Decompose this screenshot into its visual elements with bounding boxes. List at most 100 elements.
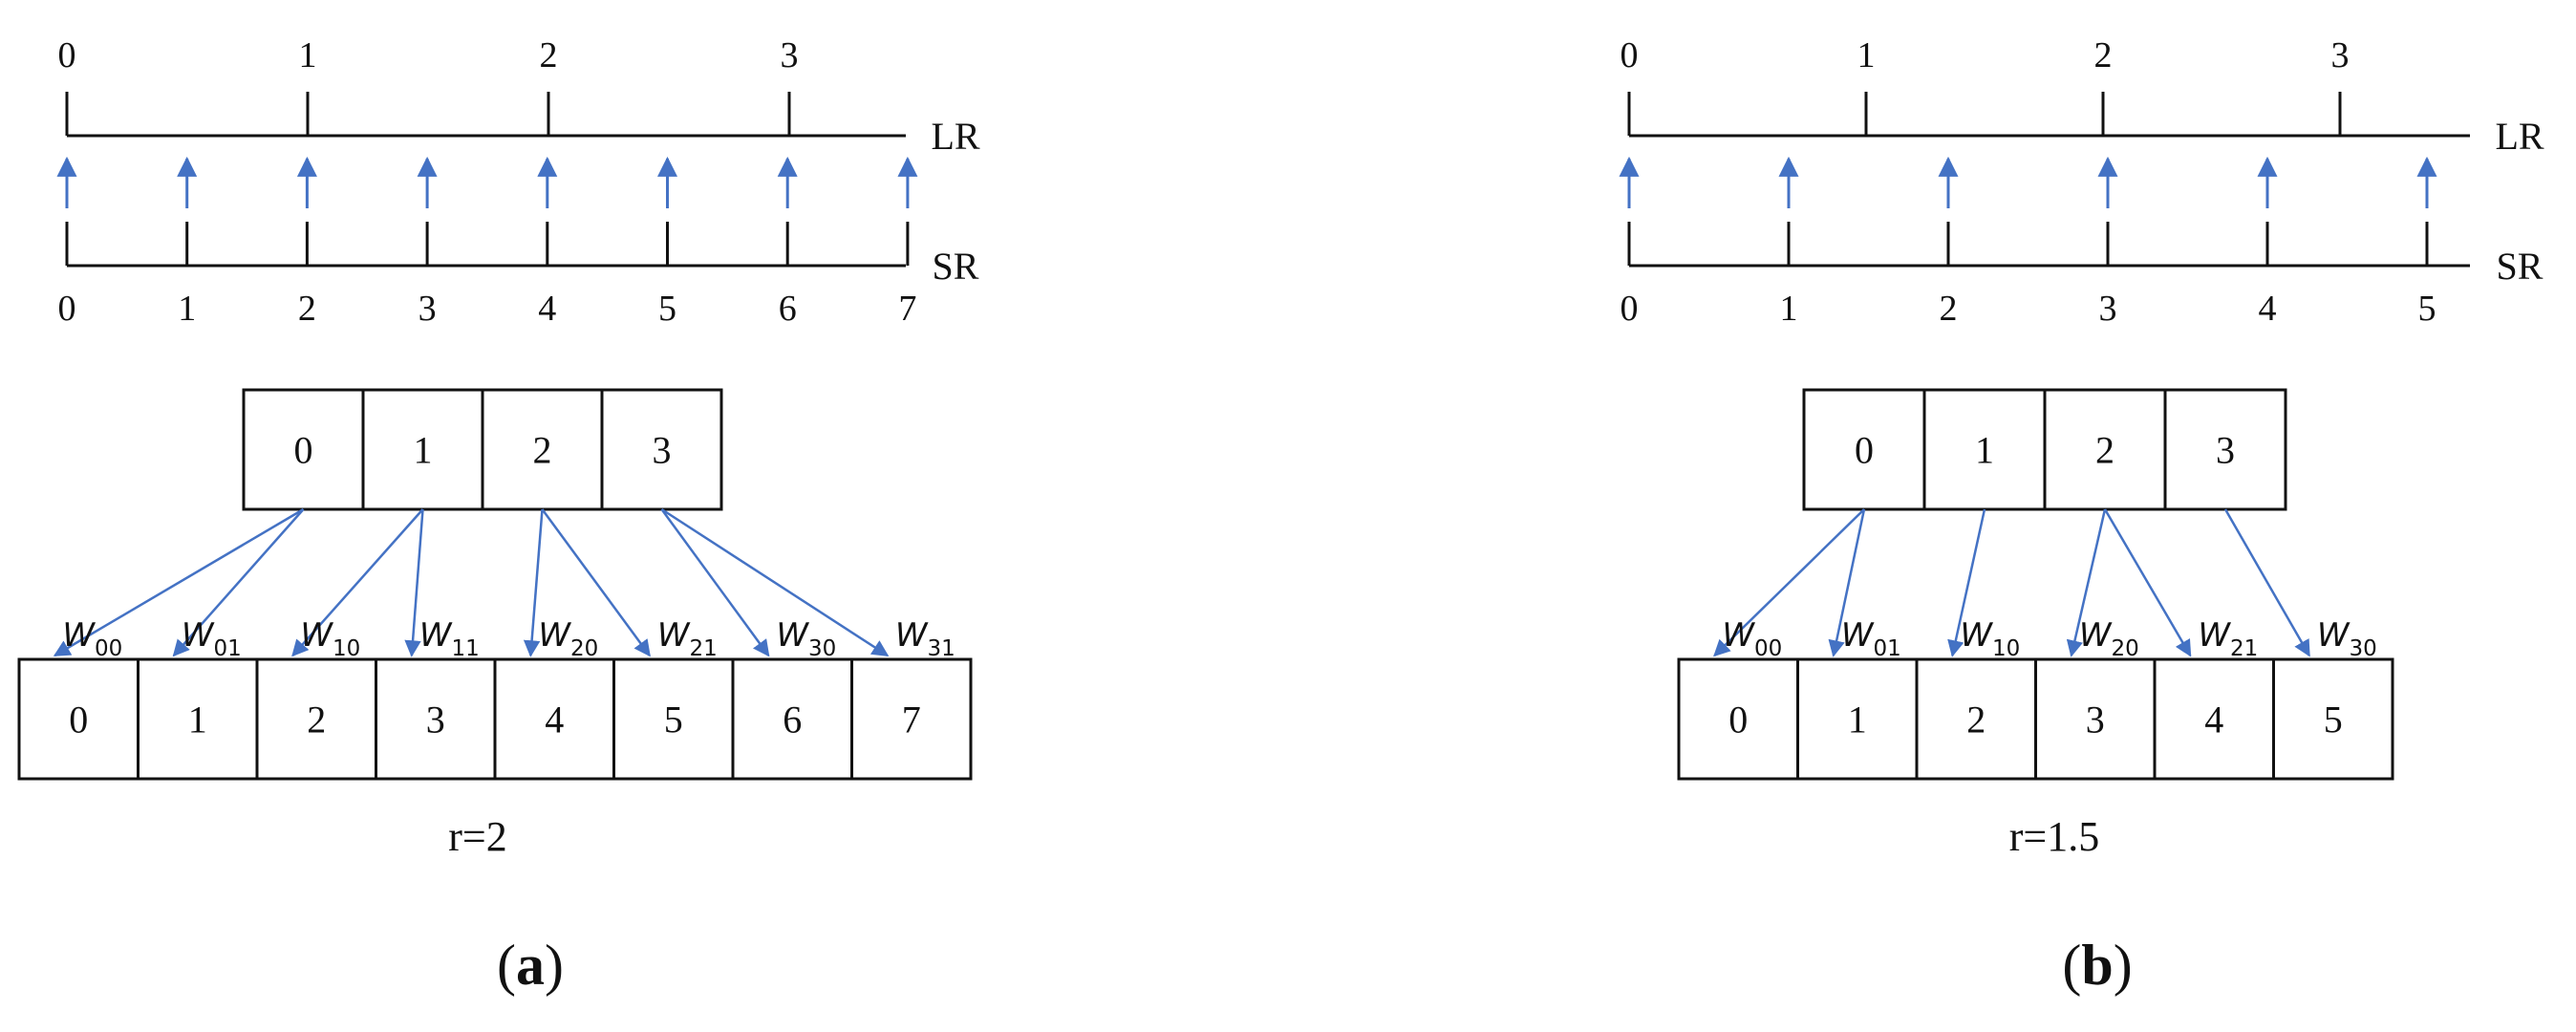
weight-symbol: W (182, 616, 215, 655)
target-cell (255, 657, 377, 781)
weight-arrow (660, 507, 890, 657)
weight-subscript: 01 (1873, 636, 1900, 661)
sr-tick-label: 5 (658, 289, 676, 329)
source-cell-label: 2 (2095, 429, 2114, 472)
weight-arrow (2223, 508, 2310, 657)
weight-subscript: 30 (2349, 636, 2376, 661)
target-cell-label: 0 (1728, 699, 1748, 742)
source-cell (1922, 388, 2047, 511)
panel-caption: (b) (2062, 934, 2132, 997)
source-cell-label: 1 (414, 429, 433, 472)
source-cell-label: 0 (294, 429, 313, 472)
ratio-label: r=2 (448, 813, 506, 860)
weight-symbol: W (2079, 616, 2113, 655)
sr-axis-tag: SR (2497, 245, 2544, 288)
weight-arrow (660, 508, 770, 657)
sr-tick-label: 5 (2418, 289, 2436, 329)
weight-symbol: W (1960, 616, 1993, 655)
weight-subscript: 00 (1754, 636, 1782, 661)
weight-symbol: W (2317, 616, 2351, 655)
caption-letter: b (2081, 934, 2113, 997)
weight-subscript: 31 (927, 636, 955, 661)
weight-arrow (2103, 508, 2192, 657)
weight-symbol: W (419, 616, 453, 655)
caption-close: ) (545, 934, 564, 997)
target-cell (137, 657, 259, 781)
caption-close: ) (2114, 934, 2133, 997)
weight-subscript: 00 (95, 636, 122, 661)
sr-tick-label: 3 (2099, 289, 2117, 329)
target-cell-label: 0 (69, 699, 88, 742)
sr-tick-label: 2 (298, 289, 316, 329)
lr-axis-tag: LR (2495, 115, 2544, 158)
weight-arrow (53, 507, 305, 657)
sr-tick-label: 3 (419, 289, 437, 329)
weight-label: W10 (1960, 616, 2020, 661)
target-cell (375, 657, 497, 781)
target-cell-label: 6 (783, 699, 802, 742)
weight-subscript: 11 (451, 636, 479, 661)
caption-open: ( (2062, 934, 2081, 997)
weight-subscript: 01 (213, 636, 241, 661)
sr-tick-label: 1 (178, 289, 196, 329)
target-cell-label: 3 (426, 699, 445, 742)
weight-subscript: 20 (570, 636, 598, 661)
weight-symbol: W (1841, 616, 1875, 655)
lr-tick-label: 0 (58, 35, 76, 75)
weight-symbol: W (1722, 616, 1755, 655)
caption-open: ( (497, 934, 516, 997)
target-cell (2272, 657, 2394, 781)
target-cell-label: 7 (902, 699, 921, 742)
target-cell (1677, 657, 1799, 781)
caption-letter: a (516, 934, 545, 997)
weight-label: W21 (657, 616, 718, 661)
lr-tick-label: 3 (2331, 35, 2350, 75)
source-cell-label: 3 (2216, 429, 2235, 472)
target-cell-label: 2 (307, 699, 326, 742)
sr-tick-label: 4 (538, 289, 556, 329)
weight-arrow (1828, 508, 1866, 657)
target-cell-label: 4 (2204, 699, 2223, 742)
weight-arrow (523, 508, 544, 657)
weight-label: W00 (62, 616, 122, 661)
target-cell-label: 5 (664, 699, 683, 742)
sr-tick-label: 0 (1621, 289, 1639, 329)
panel-caption: (a) (497, 934, 564, 997)
sr-tick-label: 2 (1940, 289, 1958, 329)
target-cell (612, 657, 735, 781)
target-cell-label: 3 (2086, 699, 2105, 742)
source-cell-label: 3 (653, 429, 672, 472)
weight-symbol: W (895, 616, 929, 655)
lr-tick-label: 2 (540, 35, 558, 75)
weight-label: W01 (1841, 616, 1901, 661)
weight-arrow (541, 508, 651, 657)
target-cell-label: 2 (1966, 699, 1986, 742)
weight-arrow (2066, 508, 2107, 657)
weight-symbol: W (62, 616, 96, 655)
weight-label: W30 (776, 616, 836, 661)
lr-tick-label: 0 (1621, 35, 1639, 75)
weight-subscript: 21 (689, 636, 717, 661)
weight-label: W20 (2079, 616, 2139, 661)
weight-symbol: W (538, 616, 571, 655)
weight-label: W21 (2198, 616, 2258, 661)
ratio-label: r=1.5 (2009, 813, 2099, 860)
target-cell (1796, 657, 1919, 781)
weight-subscript: 10 (1992, 636, 2020, 661)
target-cell-label: 4 (545, 699, 564, 742)
sr-tick-label: 6 (779, 289, 797, 329)
weight-arrow (404, 508, 424, 657)
target-cell (2034, 657, 2157, 781)
lr-tick-label: 3 (781, 35, 799, 75)
lr-tick-label: 2 (2094, 35, 2113, 75)
weight-label: W00 (1722, 616, 1782, 661)
weight-symbol: W (2198, 616, 2231, 655)
weight-label: W30 (2317, 616, 2377, 661)
target-cell (2153, 657, 2275, 781)
weight-arrow (1947, 508, 1986, 657)
target-cell-label: 1 (1848, 699, 1867, 742)
weight-label: W01 (182, 616, 242, 661)
weight-subscript: 10 (333, 636, 360, 661)
